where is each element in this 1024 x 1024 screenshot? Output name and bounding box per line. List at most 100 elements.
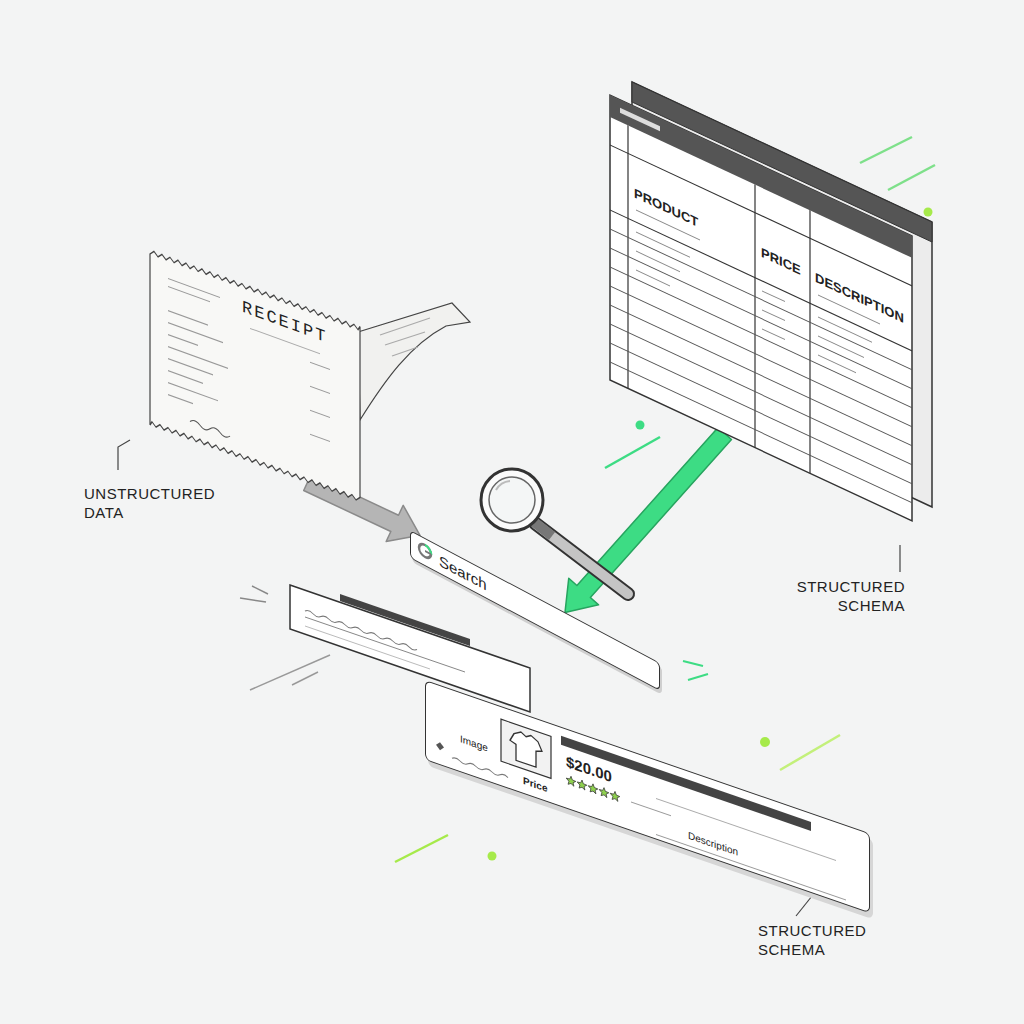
- url-result-card: [290, 585, 530, 712]
- flow-arrow: [565, 428, 731, 613]
- table-rule: [610, 229, 912, 370]
- leader-line: [118, 440, 130, 470]
- accent-mark: [924, 208, 933, 217]
- search-bar: Search: [410, 530, 660, 691]
- table-rule: [610, 362, 912, 503]
- field-label: Image: [460, 733, 488, 754]
- receipt-paper: [150, 250, 360, 501]
- cell-placeholder: [762, 291, 785, 302]
- accent-mark: [683, 661, 703, 666]
- bullet-mark: [436, 741, 444, 752]
- accent-mark: [780, 735, 840, 770]
- title-bar: [561, 736, 811, 831]
- motion-tick: [250, 655, 330, 690]
- motion-tick: [292, 672, 318, 685]
- leader-line: [899, 545, 900, 572]
- receipt-curl: [358, 303, 470, 420]
- cell-placeholder: [818, 317, 872, 342]
- table-title-bar: [610, 95, 912, 258]
- receipt-squiggle: [190, 419, 230, 439]
- accent-mark: [488, 852, 497, 861]
- placeholder-line: [656, 835, 846, 900]
- table-rule: [610, 145, 912, 286]
- search-logo: [425, 551, 431, 554]
- cell-placeholder: [762, 310, 785, 321]
- table-tab: [620, 108, 660, 132]
- leader-line: [796, 896, 812, 916]
- receipt-line: [168, 335, 198, 346]
- receipt-line: [168, 287, 210, 302]
- url-result-card: [290, 585, 530, 712]
- motion-tick: [240, 586, 330, 690]
- field-label: Price: [523, 775, 547, 795]
- image-box: [501, 719, 551, 778]
- receipt-paper: RECEIPT: [150, 250, 360, 501]
- rating-star: [566, 775, 576, 787]
- cell-placeholder: [818, 355, 856, 373]
- schema-table: PRODUCTPRICEDESCRIPTION: [610, 95, 912, 521]
- accent-mark: [760, 737, 770, 747]
- rich-result-card: Image$20.00PriceDescription: [425, 680, 870, 913]
- rating-star: [577, 778, 587, 790]
- receipt-line: [168, 279, 220, 298]
- motion-tick: [240, 598, 266, 602]
- table-rule: [610, 305, 912, 446]
- rating-star: [599, 786, 609, 798]
- receipt-line: [168, 371, 203, 384]
- magnifier-icon: [489, 477, 535, 523]
- receipt-line: [168, 323, 223, 343]
- callout-label: UNSTRUCTURED DATA: [84, 485, 224, 523]
- accent-mark: [395, 835, 448, 862]
- accent-mark: [605, 437, 660, 468]
- cell-placeholder: [636, 232, 690, 257]
- search-logo: [419, 542, 431, 560]
- search-placeholder: Search: [439, 551, 487, 594]
- magnifier-icon: [481, 469, 628, 594]
- receipt-curl: [358, 303, 470, 420]
- receipt-paper: [150, 250, 360, 501]
- placeholder-line: [631, 802, 671, 816]
- receipt-line: [168, 383, 218, 401]
- url-result-card: [305, 626, 430, 669]
- placeholder-line: [452, 757, 508, 779]
- receipt-line: [168, 311, 208, 326]
- receipt-line: [310, 362, 330, 369]
- receipt-line: [310, 410, 330, 417]
- rating-star: [588, 782, 598, 794]
- cell-placeholder: [818, 336, 864, 357]
- table-rule: [610, 324, 912, 465]
- table-rule: [610, 267, 912, 408]
- receipt-line: [168, 347, 228, 369]
- table-rule: [610, 343, 912, 484]
- url-result-card: [340, 594, 470, 646]
- cell-placeholder: [762, 329, 785, 340]
- motion-tick: [252, 586, 268, 594]
- leader-line: [118, 440, 900, 916]
- url-result-card: [305, 617, 465, 672]
- rich-result-card: [426, 681, 869, 912]
- receipt-line: [310, 386, 330, 393]
- search-bar: [411, 532, 659, 690]
- accent-mark: [860, 137, 912, 163]
- table-frame: [610, 95, 912, 521]
- search-logo: [425, 545, 431, 554]
- rating-star: [610, 790, 620, 802]
- receipt-curl: [380, 318, 430, 356]
- shirt-icon: [510, 728, 542, 769]
- callout-label: STRUCTURED SCHEMA: [758, 922, 898, 960]
- table-rule: [610, 248, 912, 389]
- magnifier-icon: [534, 522, 552, 536]
- receipt-line: [168, 395, 193, 404]
- table-rule: [610, 210, 912, 351]
- accent-mark: [688, 674, 708, 680]
- magnifier-icon: [481, 469, 543, 531]
- cell-placeholder: [636, 270, 670, 286]
- callout-label: STRUCTURED SCHEMA: [770, 578, 905, 616]
- cell-placeholder: [636, 251, 680, 272]
- magnifier-icon: [496, 481, 510, 490]
- accent-mark: [636, 421, 645, 430]
- placeholder-line: [656, 799, 836, 861]
- receipt-line: [310, 434, 330, 441]
